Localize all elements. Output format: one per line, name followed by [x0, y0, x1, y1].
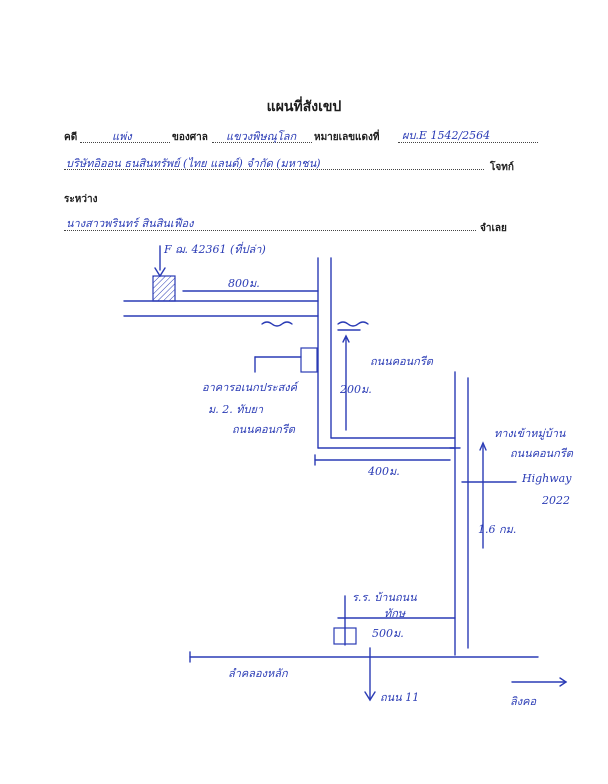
building-line2: ม. 2. ทับยา	[208, 403, 264, 416]
road-concrete-1: ถนนคอนกรีต	[370, 355, 433, 368]
case-value: แพ่ง	[112, 130, 132, 143]
plaintiff-value: บริษัทอิออน ธนสินทรัพย์ (ไทย แลนด์) จำกั…	[66, 157, 321, 170]
dim-200	[342, 334, 350, 431]
lower-road	[189, 651, 539, 663]
dim-400	[314, 454, 451, 466]
defendant-label: จำเลย	[480, 223, 507, 234]
bottom-road-marker	[364, 647, 376, 702]
case-dots	[80, 142, 170, 143]
canal-marks	[261, 321, 369, 331]
highway-line2: ถนนคอนกรีต	[510, 447, 573, 460]
distance-200: 200ม.	[340, 383, 372, 396]
school-line2: ทักษ	[384, 607, 406, 620]
court-label: ของศาล	[172, 132, 208, 143]
distance-500: 500ม.	[372, 627, 404, 640]
number-value: ผบ.E 1542/2564	[402, 129, 491, 142]
top-road	[123, 300, 319, 317]
building-line3: ถนนคอนกรีต	[232, 423, 295, 436]
court-dots	[212, 142, 312, 143]
defendant-value: นางสาวพรินทร์ สินสินเฟือง	[66, 217, 194, 230]
defendant-dots	[64, 230, 476, 231]
between-label: ระหว่าง	[64, 194, 98, 205]
page-title: แผนที่สังเขป	[266, 99, 342, 115]
highway-line1: ทางเข้าหมู่บ้าน	[494, 427, 566, 440]
right-bottom-label: ลิงคอ	[510, 695, 537, 708]
deed-label: F ฌ. 42361 (ที่ปล่า)	[164, 243, 266, 256]
school-line1: ร.ร. บ้านถนน	[352, 591, 417, 604]
distance-16km: 1.6 กม.	[478, 523, 517, 536]
building-marker	[254, 347, 318, 373]
vertical-road	[317, 257, 456, 449]
case-label: คดี	[64, 132, 78, 143]
number-dots	[398, 142, 538, 143]
highway-line3: Highway	[522, 472, 572, 485]
building-line1: อาคารอเนกประสงค์	[202, 381, 298, 394]
bottom-road-label: ถนน 11	[380, 691, 420, 704]
highway-road	[449, 371, 517, 656]
distance-400: 400ม.	[368, 465, 400, 478]
highway-line4: 2022	[542, 494, 570, 507]
plaintiff-label: โจทก์	[490, 162, 514, 173]
property-plot	[152, 245, 319, 302]
left-label: ลำคลองหลัก	[228, 667, 288, 680]
number-label: หมายเลขแดงที่	[314, 132, 380, 143]
right-arrow	[511, 677, 568, 687]
distance-800: 800ม.	[228, 277, 260, 290]
school-marker	[333, 595, 456, 646]
plaintiff-dots	[64, 169, 484, 170]
court-value: แขวงพิษณุโลก	[226, 130, 297, 143]
